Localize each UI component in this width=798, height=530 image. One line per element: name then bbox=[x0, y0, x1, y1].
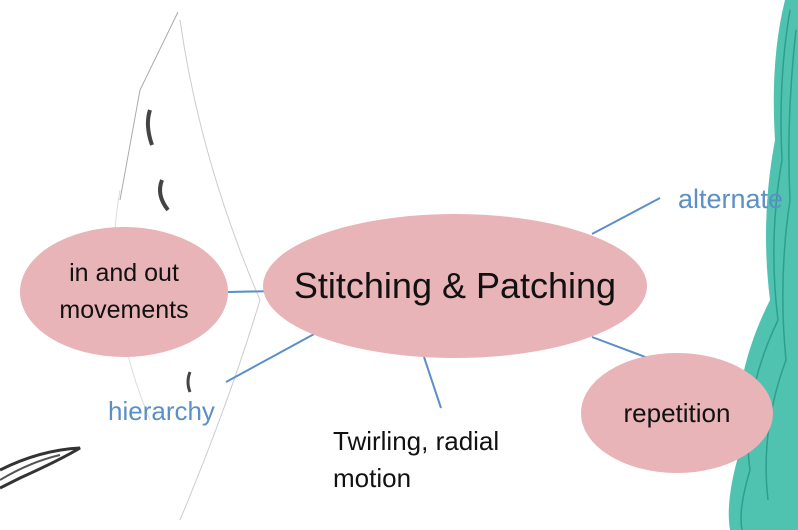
connector-repetition bbox=[591, 336, 649, 359]
label-alternate: alternate bbox=[678, 184, 784, 214]
connector-alternate bbox=[591, 197, 661, 235]
connector-twirling bbox=[423, 356, 442, 409]
in-out-line2: movements bbox=[59, 296, 189, 324]
repetition-ellipse bbox=[581, 353, 773, 473]
node-repetition: repetition bbox=[581, 353, 773, 473]
node-in-out-movements: in and out movements bbox=[20, 227, 228, 357]
central-node: Stitching & Patching bbox=[263, 214, 647, 358]
in-out-line1: in and out bbox=[69, 259, 179, 287]
connector-hierarchy bbox=[225, 332, 317, 383]
central-ellipse bbox=[263, 214, 647, 358]
label-twirling: Twirling, radial motion bbox=[333, 423, 499, 497]
label-hierarchy: hierarchy bbox=[108, 396, 215, 426]
connectors bbox=[225, 197, 661, 409]
repetition-label: repetition bbox=[623, 397, 731, 428]
central-node-label: Stitching & Patching bbox=[293, 265, 617, 306]
twirling-line1: Twirling, radial bbox=[333, 426, 500, 456]
in-out-ellipse bbox=[20, 227, 228, 357]
sketch-drawing bbox=[0, 11, 261, 521]
twirling-line2: motion bbox=[333, 463, 412, 493]
